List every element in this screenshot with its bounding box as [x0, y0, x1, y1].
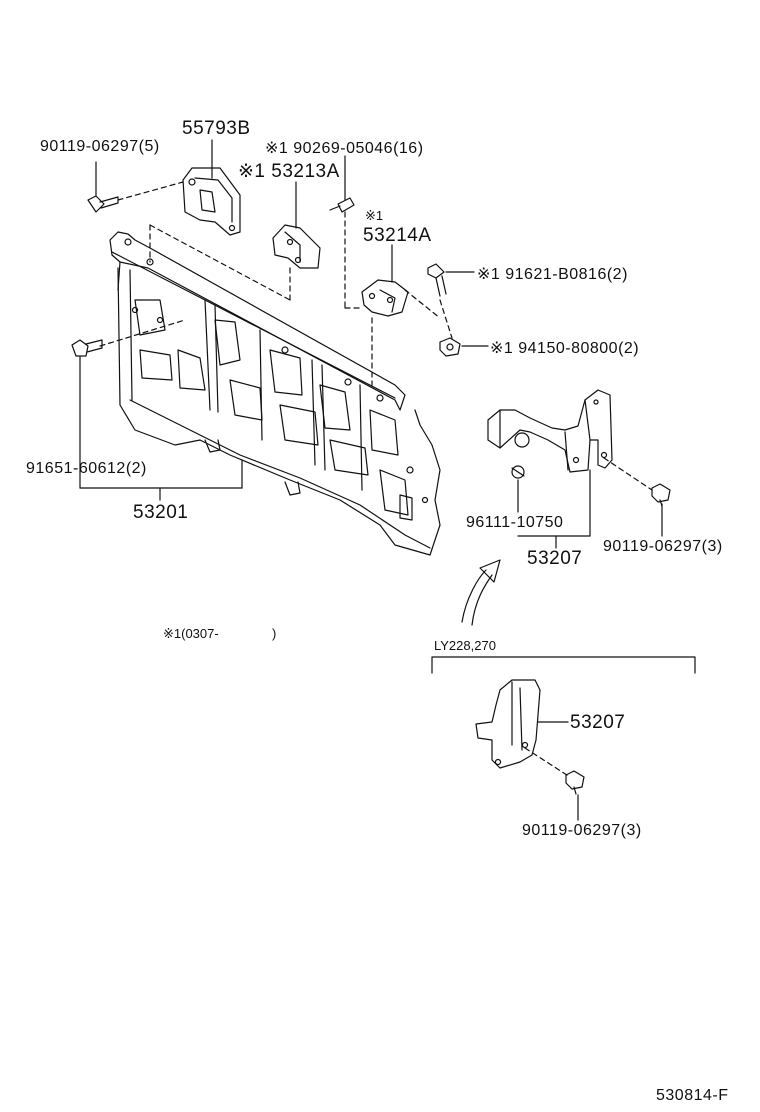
- solid-leaders: [79, 139, 696, 821]
- label-variant-ly228-270: LY228,270: [434, 638, 496, 653]
- air-duct-lower: [475, 679, 541, 769]
- bolt-90119-upper-duct: [651, 483, 671, 507]
- radiator-support-panel: [109, 231, 441, 556]
- clamp-96111: [511, 465, 525, 479]
- bolt-91651: [71, 339, 103, 357]
- label-bolt-55793b: 90119-06297(5): [40, 138, 160, 155]
- rivet-90269: [329, 197, 355, 213]
- label-figure-code: 530814-F: [656, 1087, 729, 1104]
- label-footnote: ※1(0307-: [163, 626, 219, 641]
- label-duct-upper-53207: 53207: [527, 548, 583, 569]
- label-rivet-90269: ※1 90269-05046(16): [265, 140, 424, 157]
- label-bracket-55793b: 55793B: [182, 118, 251, 139]
- bracket-53213a: [272, 224, 321, 269]
- label-clamp-96111: 96111-10750: [466, 514, 564, 531]
- bracket-55793b: [182, 167, 241, 236]
- bolt-91621: [427, 263, 447, 297]
- bolt-90119-lower-duct: [565, 770, 585, 795]
- label-panel-53201: 53201: [133, 502, 189, 523]
- label-bracket-53213a: ※1 53213A: [238, 161, 340, 182]
- label-mark-53214a: ※1: [365, 208, 384, 223]
- arrow-icon: [461, 559, 501, 626]
- label-bracket-53214a: 53214A: [363, 225, 432, 246]
- label-footnote-close: ): [272, 626, 277, 641]
- label-nut-94150: ※1 94150-80800(2): [490, 340, 640, 357]
- bolt-90119-top: [87, 195, 119, 213]
- air-duct-upper: [487, 389, 613, 473]
- bracket-53214a: [361, 279, 409, 317]
- label-bolt-duct-upper: 90119-06297(3): [603, 538, 723, 555]
- label-duct-lower-53207: 53207: [570, 712, 626, 733]
- label-bolt-91621: ※1 91621-B0816(2): [477, 266, 628, 283]
- label-bolt-91651: 91651-60612(2): [26, 460, 147, 477]
- dashed-leaders: [99, 181, 653, 778]
- label-bolt-duct-lower: 90119-06297(3): [522, 822, 642, 839]
- nut-94150: [439, 337, 461, 357]
